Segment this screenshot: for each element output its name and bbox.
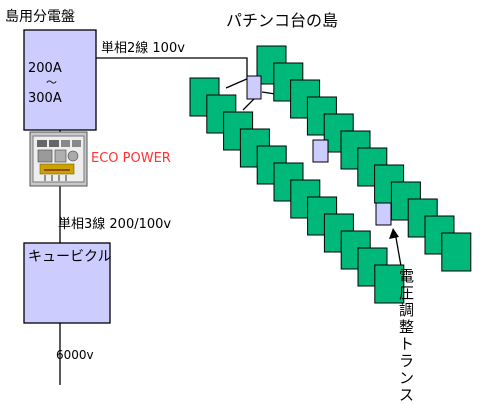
cubicle-box (23, 242, 111, 324)
panel-rating-top: 200A (28, 61, 62, 76)
eco-power-label: ECO POWER (91, 151, 171, 166)
junction-line-2 (242, 97, 256, 111)
eco-power-device-icon (29, 131, 88, 187)
incoming-voltage-label: 6000v (56, 348, 94, 362)
panel-rating-bottom: 300A (28, 91, 62, 106)
junction-box (246, 75, 262, 100)
transformer-arrow-line (394, 231, 402, 267)
transformer-arrow-head (389, 228, 399, 239)
cubicle-line-label: 単相3線 200/100v (58, 217, 172, 232)
panel-rating-tilde: ～ (46, 76, 57, 89)
connector-lines (59, 57, 402, 385)
distribution-panel-title: 島用分電盤 (5, 9, 75, 25)
feeder-line-to-island (96, 57, 248, 78)
transformer-box-1 (312, 139, 329, 163)
transformer-label: 電圧調整トランス (399, 267, 415, 404)
island-title: パチンコ台の島 (226, 11, 339, 30)
distribution-panel-box (23, 29, 97, 131)
transformer-box-2 (375, 202, 392, 226)
pachinko-machine (441, 232, 472, 272)
pachinko-machine (374, 264, 405, 304)
junction-line-1 (225, 77, 250, 89)
cubicle-label: キュービクル (28, 249, 112, 265)
pachinko-machines (189, 45, 472, 304)
feeder-line-label: 単相2線 100v (101, 41, 185, 56)
